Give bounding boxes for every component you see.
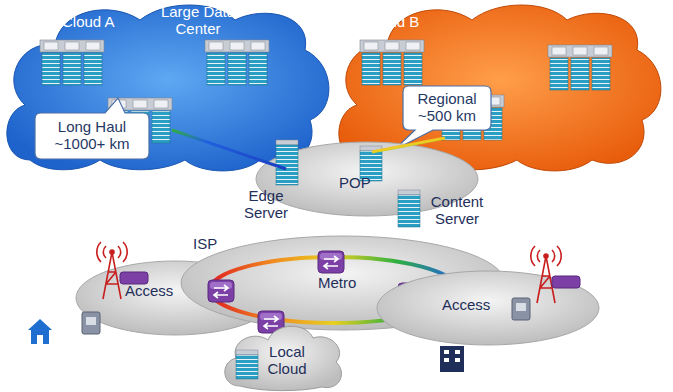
connector-line xyxy=(372,138,445,152)
server-stack xyxy=(236,350,258,379)
network-node: Access xyxy=(376,270,600,346)
house-icon xyxy=(28,319,52,344)
router-icon xyxy=(208,280,234,302)
node-label: Access xyxy=(442,297,502,314)
label-holder: Large Data Center xyxy=(146,4,250,37)
label-holder: Edge Server xyxy=(238,188,294,221)
server-stack xyxy=(276,140,298,185)
node-label: Access xyxy=(125,283,185,300)
label-holder: Content Server xyxy=(424,194,490,227)
access-device xyxy=(552,276,580,288)
fiber-connector xyxy=(372,138,445,152)
router-icon xyxy=(318,251,344,273)
server-rack xyxy=(40,40,104,85)
node-label: POP xyxy=(339,175,389,192)
text-label: Content Server xyxy=(424,194,490,227)
server-rack xyxy=(205,40,269,85)
node-label: Regional ~500 km xyxy=(411,91,483,124)
local-cloud-shape xyxy=(225,326,342,390)
text-label: Large Data Center xyxy=(146,4,250,37)
text-label: Edge Server xyxy=(238,188,294,221)
callout-box xyxy=(35,98,149,159)
server-stack xyxy=(398,190,420,227)
label-holder: ISP xyxy=(193,236,233,253)
fiber-connector xyxy=(172,130,286,169)
node-label: Cloud A xyxy=(62,14,142,31)
server-rack xyxy=(548,45,612,90)
radio-tower xyxy=(531,246,561,303)
access-ellipse xyxy=(377,271,599,345)
radio-tower xyxy=(97,242,127,299)
building-icon xyxy=(440,346,464,372)
connector-line xyxy=(172,130,286,169)
node-label: Metro xyxy=(318,275,378,292)
node-label: Long Haul ~1000+ km xyxy=(45,119,139,152)
node-label: Local Cloud xyxy=(254,344,320,377)
modem-icon xyxy=(512,298,530,320)
callout-box xyxy=(394,86,491,150)
server-rack xyxy=(360,40,424,85)
modem-icon xyxy=(82,312,100,334)
text-label: ISP xyxy=(193,236,233,253)
network-node: Local Cloud xyxy=(222,326,346,390)
callout-node: Long Haul ~1000+ km xyxy=(35,113,149,159)
callout-node: Regional ~500 km xyxy=(403,86,491,130)
node-label: Cloud B xyxy=(366,14,446,31)
